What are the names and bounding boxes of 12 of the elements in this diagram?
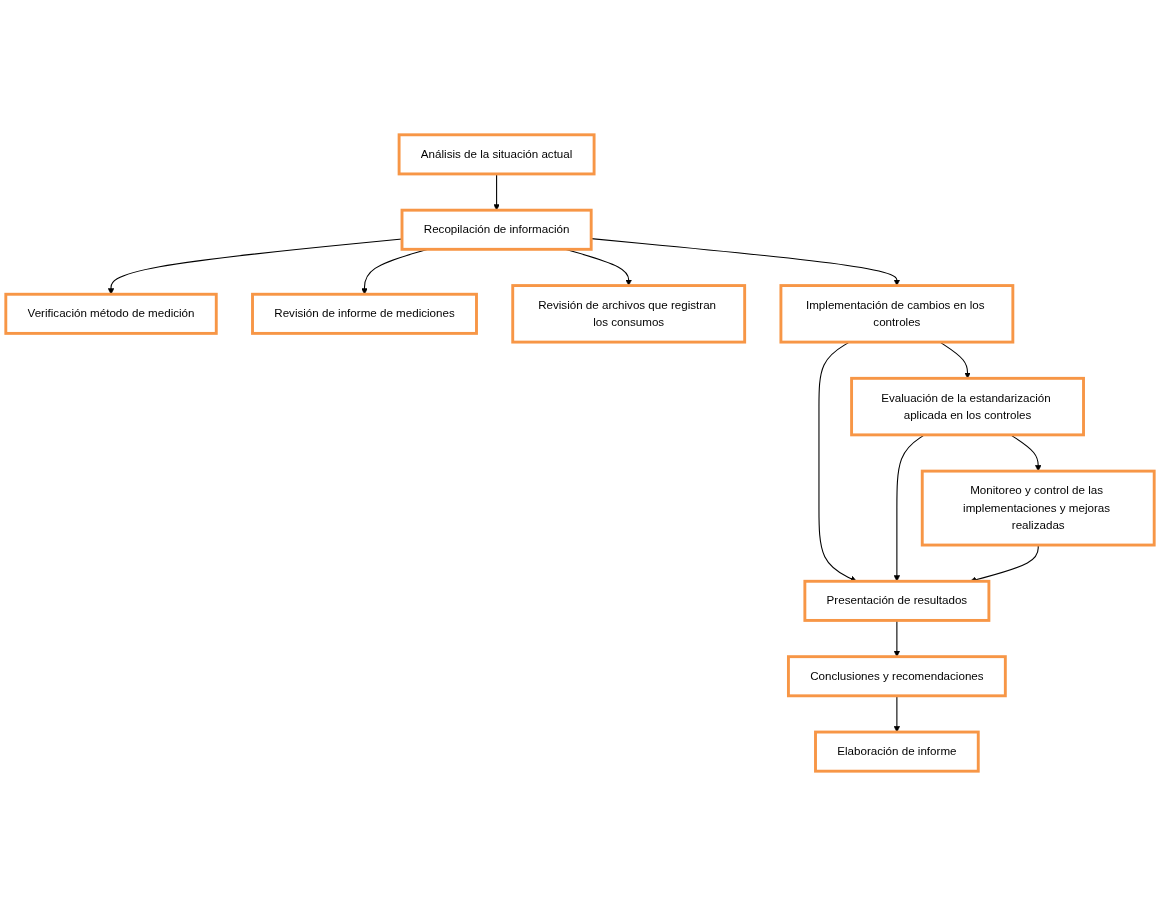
- node-box: Conclusiones y recomendaciones: [786, 654, 1007, 697]
- node-box: Presentación de resultados: [803, 579, 991, 622]
- node-box: Revisión de informe de mediciones: [251, 292, 478, 335]
- node-box: Verificación método de medición: [4, 292, 218, 335]
- node-box: Revisión de archivos que registran los consumos: [511, 283, 747, 344]
- node-box: Evaluación de la estandarización aplicada en los controles: [850, 376, 1085, 436]
- node-box: Monitoreo y control de las implementaciones y mejoras realizadas: [920, 469, 1156, 546]
- node-box: Recopilación de información: [400, 208, 593, 251]
- node-box: Implementación de cambios en los controles: [779, 283, 1015, 344]
- node-box: Elaboración de informe: [814, 730, 980, 773]
- node-box: Análisis de la situación actual: [397, 132, 596, 175]
- arrow: [893, 619, 901, 657]
